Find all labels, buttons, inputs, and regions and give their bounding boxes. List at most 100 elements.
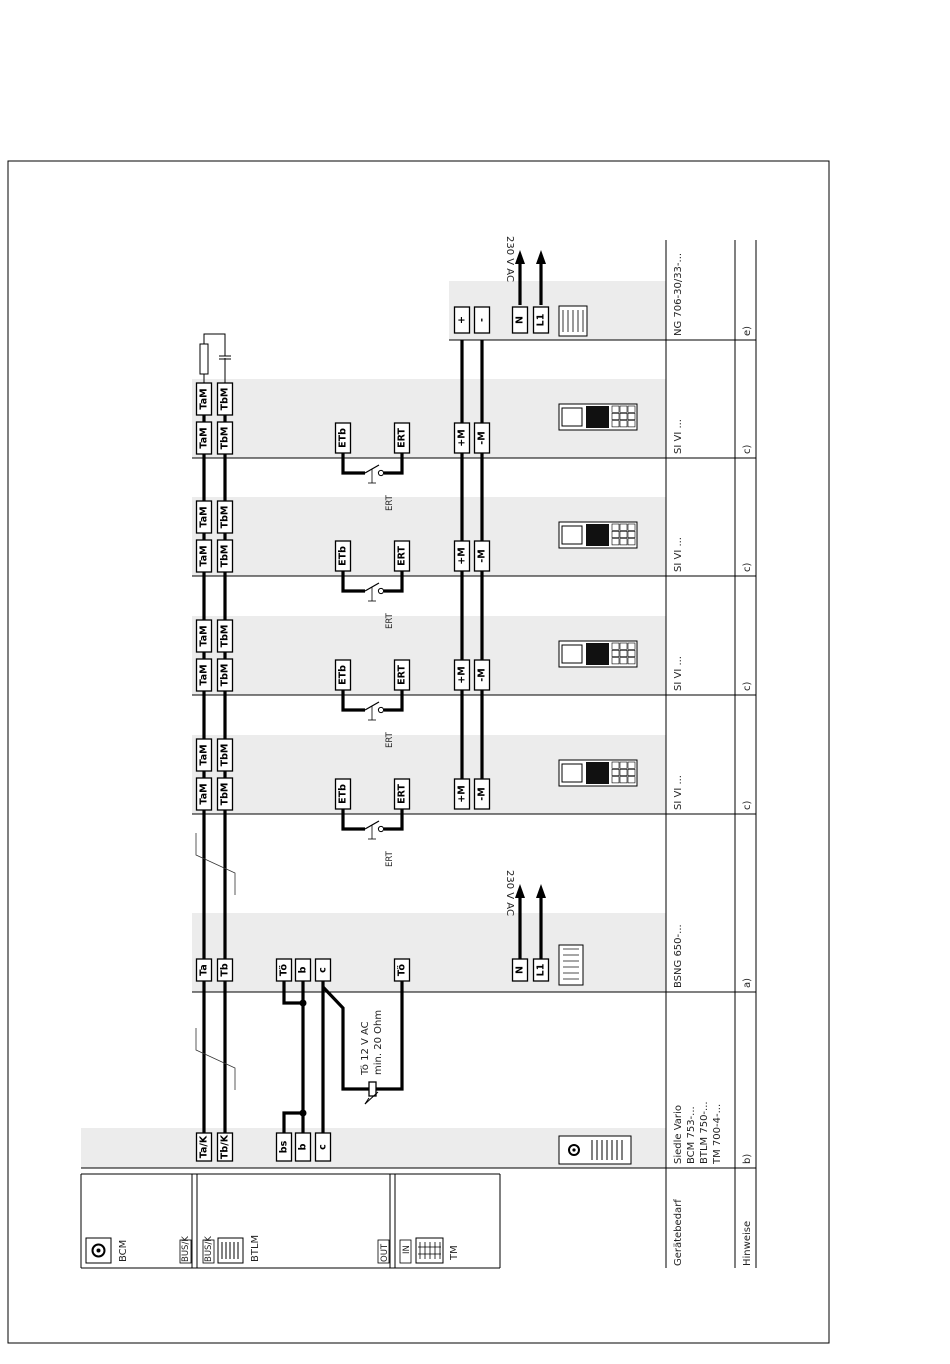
term-b-4: c [318, 1144, 329, 1150]
term-c0-tbm-out: TbM [220, 744, 231, 767]
term-b-0-box [195, 1132, 213, 1162]
term-c0-tam: TaM [199, 783, 210, 804]
term-c2-etb: ETb [338, 546, 349, 566]
term-c3-pm: +M [457, 429, 468, 446]
footer-table [665, 240, 757, 1268]
term-c0-tbm-out-box [216, 738, 234, 772]
term-b-2: bs [279, 1140, 290, 1153]
term-a-4: c [318, 967, 329, 973]
tm-label: TM [449, 1245, 460, 1261]
term-c2-mm-box [473, 540, 491, 572]
term-c3-ert: ERT [397, 428, 408, 448]
note-e: e) [742, 326, 753, 336]
term-a-l1-box [532, 958, 550, 982]
tm-port-out [377, 1239, 390, 1264]
tm-port-out-label: OUT [380, 1243, 390, 1262]
term-a-2-box [275, 958, 293, 982]
term-e-minus-box [473, 306, 491, 334]
req-b-2: BCM 753-... [686, 1106, 697, 1164]
note-c0: c) [742, 801, 753, 810]
term-e-l1: L1 [536, 314, 547, 327]
voltage-e: 230 V AC [504, 236, 515, 282]
note-c3: c) [742, 445, 753, 454]
term-c3-tam-out: TaM [199, 388, 210, 409]
term-e-n: N [515, 316, 526, 324]
term-b-1-box [216, 1132, 234, 1162]
term-e-minus: - [477, 318, 488, 322]
term-c1-tbm-box [216, 658, 234, 692]
door-station-icon [558, 1135, 632, 1165]
btlm-port-1-label: BUS/K [181, 1236, 191, 1262]
note-a: a) [742, 978, 753, 988]
term-c0-tam-box [195, 777, 213, 811]
door-opener-wiring [282, 972, 404, 1147]
term-a-n: N [515, 966, 526, 974]
bcm-icon [85, 1237, 112, 1264]
term-c3-tam: TaM [199, 427, 210, 448]
req-c3: SI VI ... [673, 419, 684, 454]
term-a-3: b [298, 966, 309, 973]
term-a-2: Tö [279, 963, 290, 976]
btlm-port-2-label: BUS/K [204, 1236, 214, 1262]
term-c3-tbm-out: TbM [220, 388, 231, 411]
note-c2: c) [742, 563, 753, 572]
term-c1-ert: ERT [397, 665, 408, 685]
term-b-3-box [294, 1132, 312, 1162]
term-c1-tam-out-box [195, 619, 213, 653]
switch-label-c0: ERT [385, 850, 395, 867]
bus-termination [199, 333, 231, 388]
term-c0-ert: ERT [397, 784, 408, 804]
psu-a-icon [558, 944, 584, 986]
term-c0-tbm-box [216, 777, 234, 811]
power-arrows-a [515, 884, 546, 960]
switch-label-c1: ERT [385, 731, 395, 748]
term-c3-tbm: TbM [220, 427, 231, 450]
section-separators [81, 339, 666, 1169]
load-text-1: Tö 12 V AC [360, 1021, 371, 1076]
req-a: BSNG 650-... [673, 924, 684, 988]
req-b-3: BTLM 750-... [699, 1101, 710, 1164]
term-c1-tbm-out: TbM [220, 625, 231, 648]
term-c2-tam-box [195, 539, 213, 573]
term-a-1: Tb [220, 963, 231, 976]
term-c2-tbm-out: TbM [220, 506, 231, 529]
term-c3-mm-box [473, 422, 491, 454]
power-arrows-e [515, 250, 546, 305]
term-c1-tam-box [195, 658, 213, 692]
term-a-0: Ta [199, 964, 210, 976]
term-c0-mm-box [473, 778, 491, 810]
term-c1-tam-out: TaM [199, 625, 210, 646]
tm-port-in-label: IN [402, 1245, 412, 1254]
btlm-port-2 [202, 1239, 215, 1264]
term-c2-pm: +M [457, 547, 468, 564]
term-a-n-box [511, 958, 529, 982]
btlm-label: BTLM [250, 1235, 261, 1262]
legend-boxes [80, 1173, 501, 1269]
term-e-plus-box [453, 306, 471, 334]
term-c2-tbm-box [216, 539, 234, 573]
term-a-mid: Tö [397, 963, 408, 976]
req-c1: SI VI ... [673, 656, 684, 691]
term-c0-tam-out-box [195, 738, 213, 772]
term-c0-tbm: TbM [220, 783, 231, 806]
term-c1-tbm: TbM [220, 664, 231, 687]
term-c0-tam-out: TaM [199, 744, 210, 765]
term-a-0-box [195, 958, 213, 982]
term-c2-tam-out-box [195, 500, 213, 534]
req-b-4: TM 700-4-... [712, 1104, 723, 1165]
term-a-l1: L1 [536, 964, 547, 977]
term-c3-tam-box [195, 421, 213, 455]
term-c3-tam-out-box [195, 382, 213, 416]
voltage-a: 230 V AC [504, 870, 515, 916]
term-c1-mm: -M [477, 668, 488, 681]
bcm-label: BCM [118, 1240, 129, 1262]
term-a-3-box [294, 958, 312, 982]
term-c0-mm: -M [477, 787, 488, 800]
term-a-1-box [216, 958, 234, 982]
term-c2-tam-out: TaM [199, 506, 210, 527]
note-b: b) [742, 1154, 753, 1164]
req-c0: SI VI ... [673, 775, 684, 810]
term-c3-tbm-box [216, 421, 234, 455]
